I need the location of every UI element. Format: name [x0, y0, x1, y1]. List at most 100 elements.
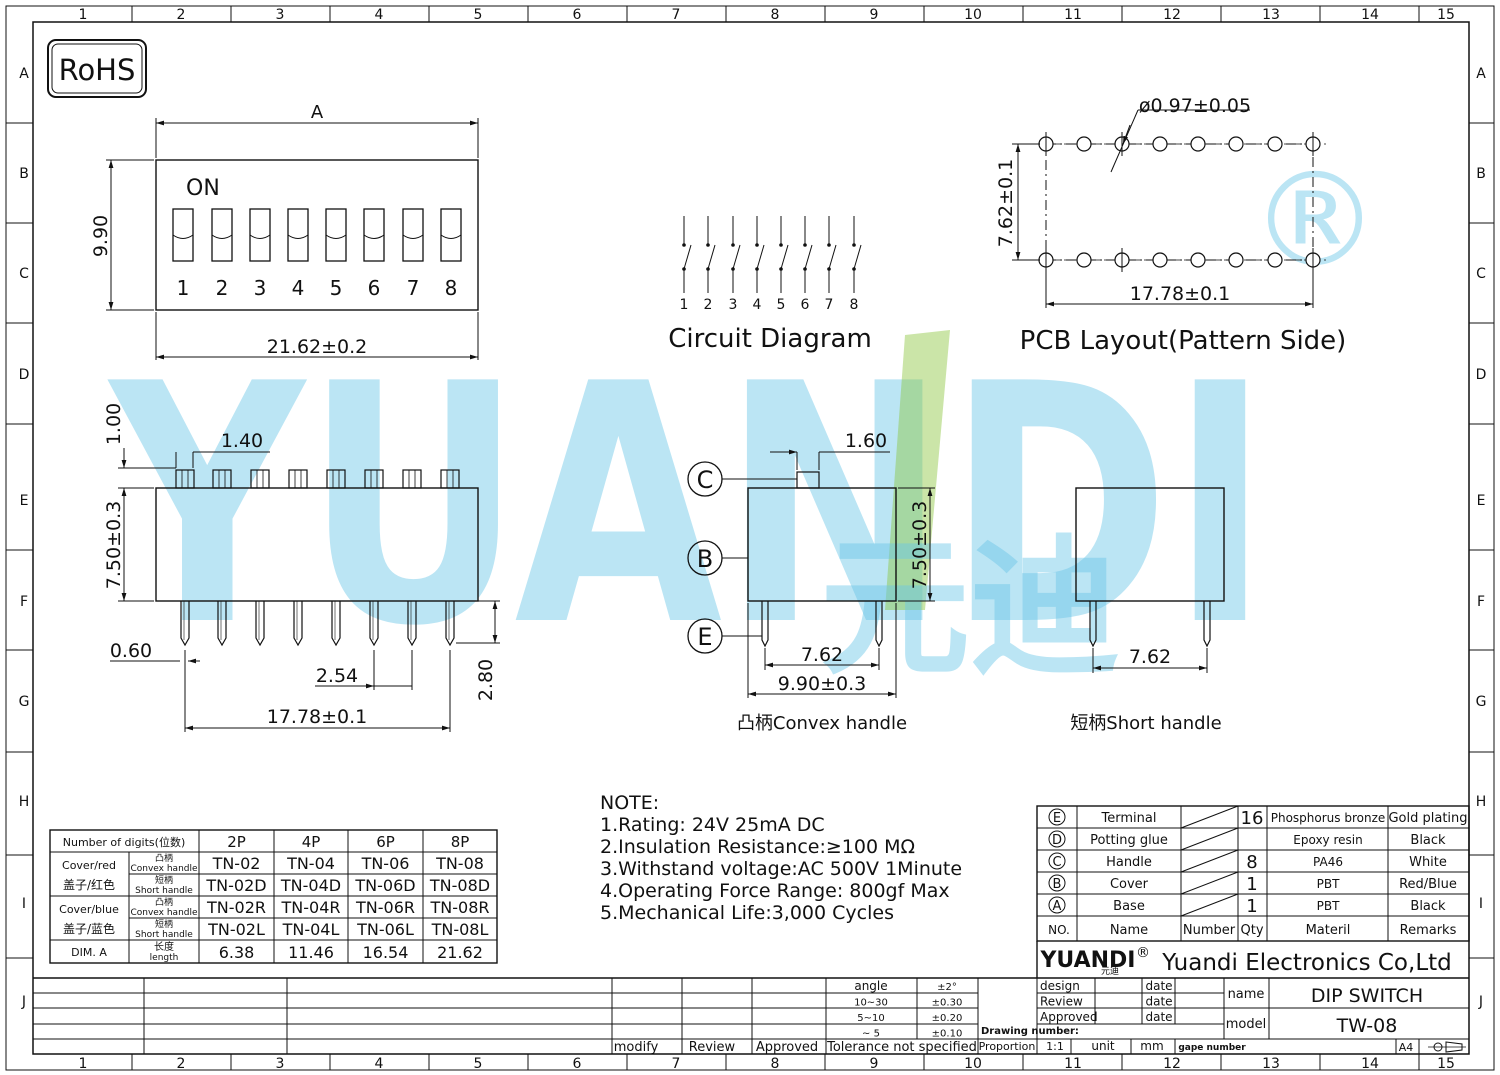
pcb-row-spacing: 7.62±0.1 — [995, 159, 1017, 247]
watermark-leaf — [885, 330, 950, 610]
watermark-cn: 元迪 — [820, 522, 1120, 696]
front-pin — [331, 601, 341, 647]
column-label-bottom: 12 — [1163, 1056, 1181, 1072]
circuit-switch-blade — [756, 244, 765, 270]
sign-role: design — [1040, 979, 1080, 993]
column-label-top: 13 — [1262, 7, 1280, 23]
pcb-hole — [1076, 252, 1092, 268]
switch-slot — [172, 208, 194, 262]
bom-remarks: White — [1409, 855, 1447, 870]
bom-no: E — [1053, 811, 1061, 826]
model-cell: TN-02 — [212, 854, 261, 873]
sign-role: Approved — [1040, 1010, 1098, 1024]
model-group-name-cn: 盖子/红色 — [63, 877, 115, 892]
short-caption: 短柄Short handle — [1070, 713, 1221, 734]
front-handle — [212, 469, 232, 489]
circuit-contact — [852, 243, 856, 247]
model-cell: TN-08R — [430, 898, 490, 917]
on-label: ON — [186, 176, 220, 201]
row-label-left: H — [19, 794, 30, 810]
note-line: 1.Rating: 24V 25mA DC — [600, 814, 825, 836]
revision-modify: modify — [614, 1040, 659, 1055]
handle-type-cn: 短柄 — [155, 918, 173, 930]
circuit-switch-blade — [828, 244, 837, 270]
column-label-top: 5 — [474, 7, 483, 23]
dim-pitch-label: 2.54 — [316, 665, 358, 687]
drawing-number-label: Drawing number: — [981, 1026, 1079, 1037]
model-cell: TN-04D — [280, 876, 341, 895]
dim-row-value: 6.38 — [219, 943, 255, 962]
company-logo-cn: 元迪 — [1101, 965, 1119, 977]
bom-header-name: Name — [1110, 923, 1148, 938]
bom-no-circle — [1048, 852, 1066, 870]
column-label-top: 2 — [177, 7, 186, 23]
pcb-hole — [1190, 136, 1206, 152]
dim-pin-length-label: 2.80 — [475, 659, 497, 701]
row-label-left: D — [19, 367, 30, 383]
bom-header-number: Number — [1183, 923, 1236, 938]
column-label-bottom: 13 — [1262, 1056, 1280, 1072]
tolerance-range: 5~10 — [857, 1013, 884, 1024]
model-header-cell: 8P — [451, 833, 470, 851]
revision-review: Review — [689, 1040, 736, 1055]
column-label-top: 6 — [573, 7, 582, 23]
unit-label: unit — [1091, 1039, 1115, 1053]
switch-actuator — [440, 234, 462, 239]
dim-row-value: 16.54 — [363, 943, 409, 962]
circuit-contact — [682, 243, 686, 247]
tolerance-value: ±2° — [937, 982, 957, 993]
row-label-right: A — [1476, 66, 1486, 82]
model-header-digits: Number of digits(位数) — [63, 835, 186, 849]
bom-header-qty: Qty — [1240, 923, 1263, 938]
company-logo-reg: ® — [1136, 945, 1150, 961]
column-label-bottom: 9 — [870, 1056, 879, 1072]
handle-type-en: Short handle — [135, 886, 193, 896]
dim-side-body-label: 7.50±0.3 — [909, 501, 931, 589]
front-handle — [402, 469, 422, 489]
sheet-size: A4 — [1399, 1041, 1414, 1054]
pcb-hole — [1267, 252, 1283, 268]
bom-header-remarks: Remarks — [1400, 923, 1457, 938]
model-cell: TN-06D — [354, 876, 415, 895]
bom-qty: 1 — [1246, 896, 1257, 917]
bom-material: PBT — [1317, 899, 1340, 913]
tolerance-value: ±0.30 — [932, 998, 963, 1009]
bom-material: Epoxy resin — [1293, 833, 1362, 847]
front-handle — [440, 469, 460, 489]
row-label-right: H — [1476, 794, 1487, 810]
row-label-right: B — [1476, 166, 1486, 182]
handle-type-en: Short handle — [135, 930, 193, 940]
column-label-bottom: 11 — [1064, 1056, 1082, 1072]
row-label-right: D — [1476, 367, 1487, 383]
switch-actuator — [363, 234, 385, 239]
pcb-title: PCB Layout(Pattern Side) — [1020, 326, 1347, 356]
revision-approved: Approved — [756, 1040, 818, 1055]
column-label-bottom: 6 — [573, 1056, 582, 1072]
switch-slot — [211, 208, 233, 262]
pcb-hole — [1267, 136, 1283, 152]
circuit-pin-number: 7 — [825, 297, 834, 313]
circuit-contact — [706, 243, 710, 247]
row-label-right: E — [1477, 493, 1486, 509]
column-label-top: 8 — [771, 7, 780, 23]
model-cell: TN-04 — [286, 854, 335, 873]
bom-material: Phosphorus bronze — [1271, 811, 1386, 825]
bom-remarks: Red/Blue — [1399, 877, 1457, 892]
row-label-right: C — [1476, 266, 1486, 282]
circuit-switch-blade — [683, 244, 692, 270]
row-label-left: C — [19, 266, 29, 282]
row-label-left: A — [19, 66, 29, 82]
label-c: C — [697, 466, 714, 494]
handle-type-cn: 凸柄 — [155, 896, 173, 908]
switch-slot — [402, 208, 424, 262]
dim-row-label: DIM. A — [71, 946, 107, 959]
company-name: Yuandi Electronics Co,Ltd — [1161, 950, 1452, 976]
model-header-cell: 4P — [302, 833, 321, 851]
bom-no-circle — [1048, 874, 1066, 892]
column-label-top: 11 — [1064, 7, 1082, 23]
circuit-contact — [755, 243, 759, 247]
bom-no: A — [1053, 899, 1062, 914]
dim-row-value: 21.62 — [437, 943, 483, 962]
front-handle — [250, 469, 270, 489]
